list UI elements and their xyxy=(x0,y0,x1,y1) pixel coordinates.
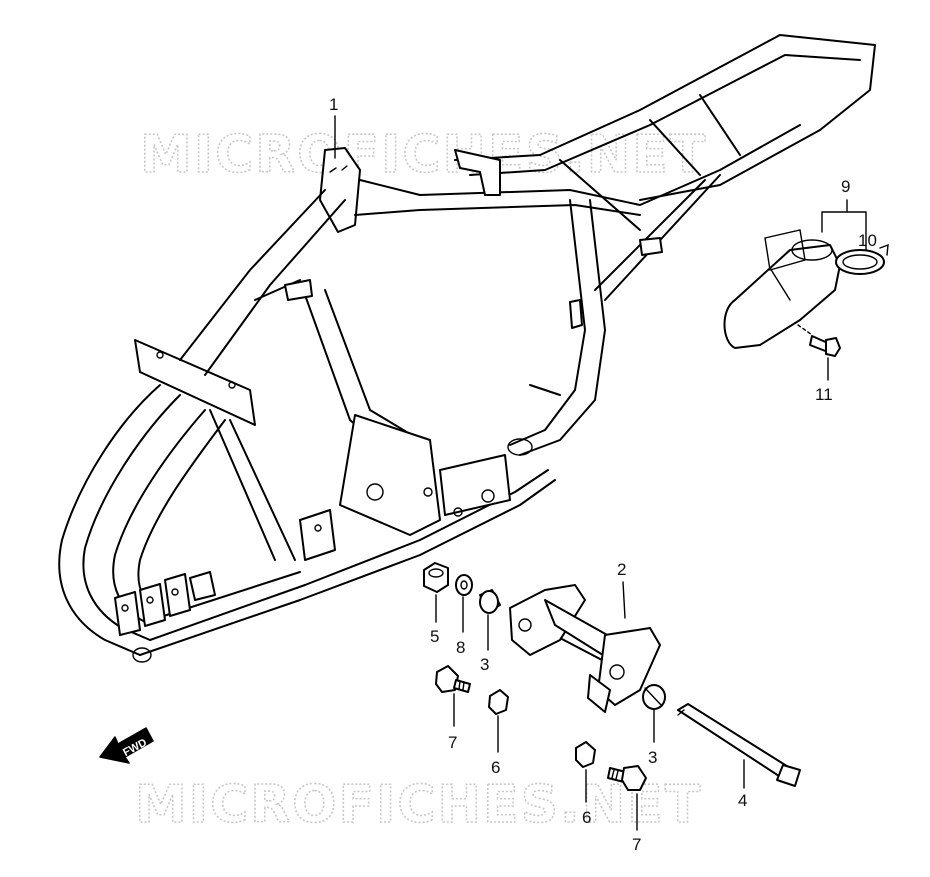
callout-6-right: 6 xyxy=(582,808,591,827)
pivot-bolt-part xyxy=(677,703,801,787)
cap-nut-left xyxy=(488,689,509,715)
washer-part xyxy=(455,574,473,596)
bushing-lower xyxy=(642,684,666,710)
callout-3-upper: 3 xyxy=(480,655,489,674)
leader-9 xyxy=(821,199,867,251)
pivot-bracket-part xyxy=(509,584,661,713)
rear-cover-part xyxy=(723,229,841,349)
callout-2: 2 xyxy=(617,560,626,579)
flange-bolt-left xyxy=(435,665,471,693)
frame-assembly xyxy=(58,34,876,663)
callout-10: 10 xyxy=(858,231,877,250)
leader-2 xyxy=(622,581,626,619)
callout-5: 5 xyxy=(430,627,439,646)
nut-part xyxy=(423,562,449,593)
callout-7-left: 7 xyxy=(448,733,457,752)
cover-screw-part xyxy=(797,324,841,357)
callout-3-lower: 3 xyxy=(648,748,657,767)
fwd-arrow-icon: FWD xyxy=(99,727,154,764)
callout-11: 11 xyxy=(815,385,833,404)
cap-nut-right xyxy=(575,741,596,768)
flange-bolt-right xyxy=(607,765,647,791)
watermark-top: MICROFICHES.NET xyxy=(140,125,707,185)
watermark-bottom: MICROFICHES.NET xyxy=(135,775,702,835)
callout-9: 9 xyxy=(841,177,850,196)
callout-6-left: 6 xyxy=(491,758,500,777)
callout-8: 8 xyxy=(456,638,465,657)
band-clamp-part xyxy=(835,243,889,275)
callout-7-right: 7 xyxy=(632,835,641,854)
callout-4: 4 xyxy=(738,791,747,810)
callout-1: 1 xyxy=(329,95,338,114)
bushing-upper xyxy=(479,589,501,614)
